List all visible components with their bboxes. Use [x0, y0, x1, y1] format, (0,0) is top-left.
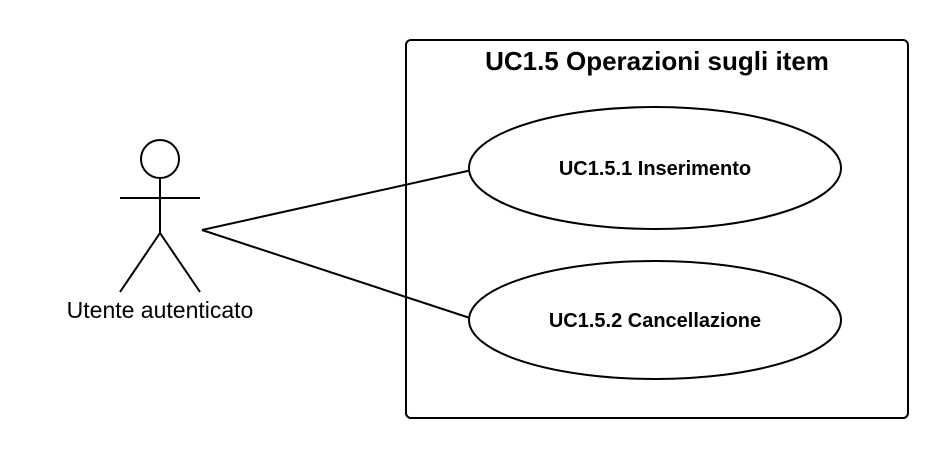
use-case-label: UC1.5.1 Inserimento	[559, 158, 751, 180]
association-line-inserimento	[201, 169, 473, 231]
actor-right-leg	[159, 232, 201, 293]
actor-label: Utente autenticato	[67, 297, 254, 323]
use-case-cancellazione: UC1.5.2 Cancellazione	[468, 260, 842, 380]
actor-head	[140, 139, 180, 179]
use-case-inserimento: UC1.5.1 Inserimento	[468, 106, 842, 230]
system-boundary	[405, 39, 909, 419]
actor-left-leg	[119, 232, 161, 293]
system-title: UC1.5 Operazioni sugli item	[485, 46, 829, 76]
use-case-ellipse	[468, 106, 842, 230]
use-case-ellipse	[468, 260, 842, 380]
association-line-cancellazione	[201, 229, 471, 319]
actor-figure	[119, 139, 201, 293]
use-case-label: UC1.5.2 Cancellazione	[549, 310, 761, 332]
